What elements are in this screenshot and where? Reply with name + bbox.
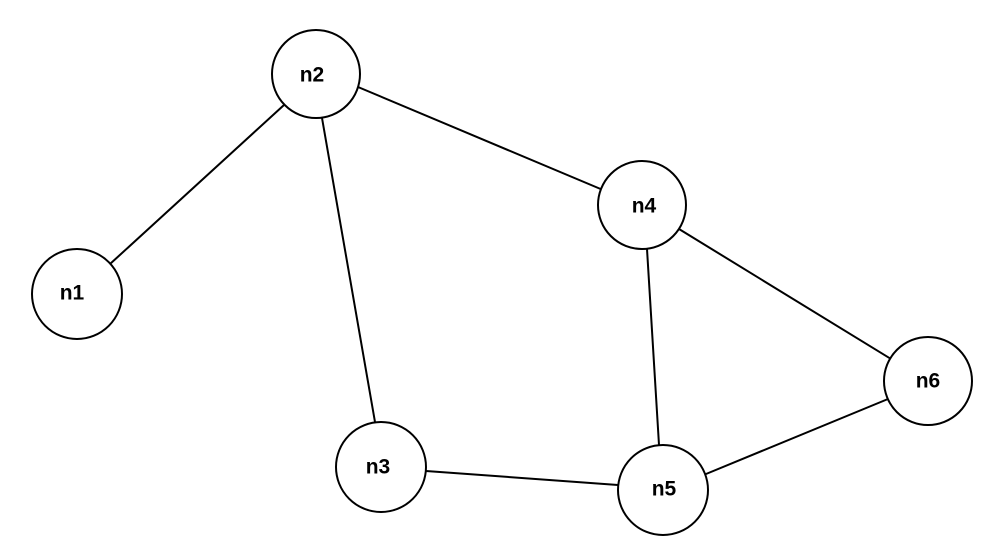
node-layer: n1 n2 n3 n4 n5 n6 — [31, 29, 973, 536]
edge-layer — [109, 86, 892, 486]
edge-n5-n6[interactable] — [705, 398, 889, 475]
edge-n2-n3[interactable] — [321, 117, 376, 423]
node-n5[interactable]: n5 — [617, 444, 709, 536]
edge-n4-n5[interactable] — [646, 248, 660, 446]
node-n6-circle[interactable] — [883, 336, 973, 426]
node-n3-label: n3 — [366, 456, 391, 479]
node-n6[interactable]: n6 — [883, 336, 973, 426]
edge-n4-n6[interactable] — [678, 228, 892, 360]
edge-n3-n5[interactable] — [425, 470, 619, 486]
edge-n1-n2[interactable] — [109, 104, 285, 265]
node-n4-label: n4 — [632, 195, 657, 218]
node-n1-label: n1 — [60, 282, 85, 305]
node-n2-label: n2 — [300, 64, 325, 87]
node-n5-label: n5 — [652, 478, 677, 501]
node-n2[interactable]: n2 — [271, 29, 361, 119]
node-n4-circle[interactable] — [597, 160, 687, 250]
node-n2-circle[interactable] — [271, 29, 361, 119]
node-n5-circle[interactable] — [617, 444, 709, 536]
node-n6-label: n6 — [916, 370, 941, 393]
node-n3-circle[interactable] — [335, 421, 427, 513]
node-n1[interactable]: n1 — [31, 248, 123, 340]
node-n3[interactable]: n3 — [335, 421, 427, 513]
edge-n2-n4[interactable] — [357, 86, 604, 191]
node-n1-circle[interactable] — [31, 248, 123, 340]
node-n4[interactable]: n4 — [597, 160, 687, 250]
